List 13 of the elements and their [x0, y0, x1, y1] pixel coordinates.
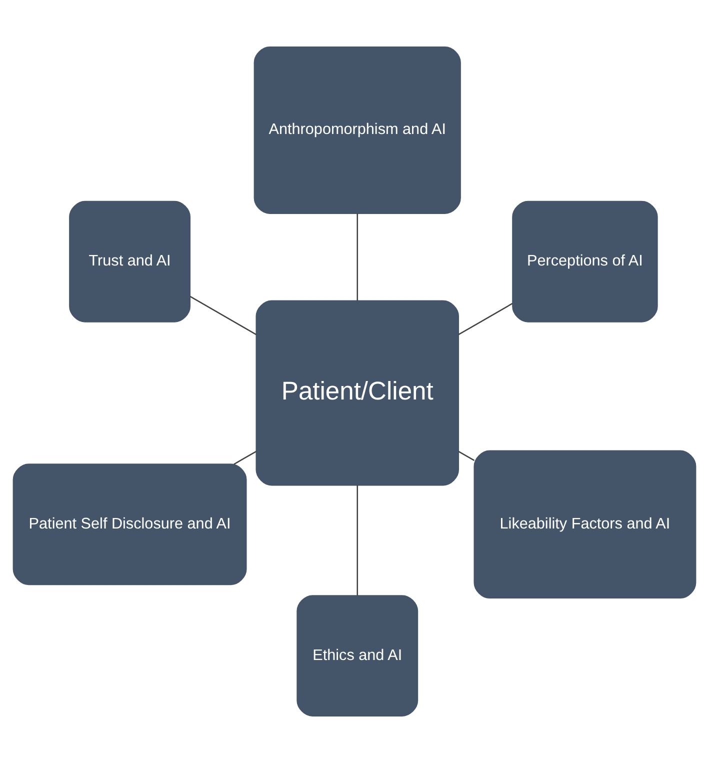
- connector: [234, 450, 257, 464]
- connector: [458, 450, 475, 461]
- node-box: Trust and AI: [69, 200, 191, 322]
- node-box: Anthropomorphism and AI: [254, 46, 461, 214]
- node-box: Likeability Factors and AI: [474, 450, 696, 598]
- node-box: Ethics and AI: [296, 594, 418, 716]
- node-box: Patient/Client: [256, 300, 460, 486]
- node-box: Patient Self Disclosure and AI: [12, 463, 247, 585]
- node-box: Perceptions of AI: [512, 200, 658, 322]
- connector: [356, 484, 358, 595]
- connector: [458, 302, 513, 335]
- connector: [190, 295, 257, 335]
- connector: [356, 213, 358, 300]
